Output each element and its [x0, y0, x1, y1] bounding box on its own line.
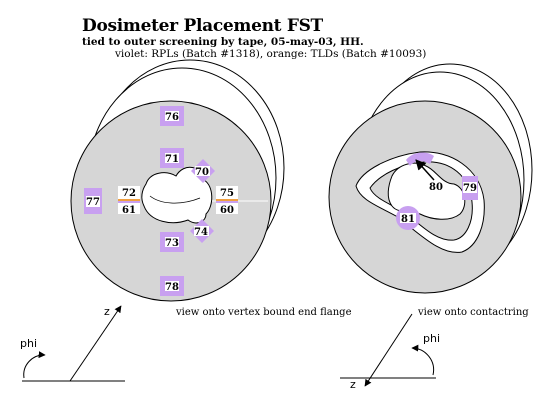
left-phi-arc-arrow [23, 351, 46, 379]
dosimeter-76-label: 76 [165, 112, 179, 123]
dosimeter-80-label: 80 [429, 182, 443, 193]
dosimeter-80-arrow [415, 159, 435, 181]
left-view-caption: view onto vertex bound end flange [175, 307, 352, 318]
right-phi-arc-arrow [411, 344, 435, 376]
right-axes: z phi [340, 313, 440, 391]
left-phi-label: phi [20, 337, 37, 350]
right-z-label: z [350, 378, 356, 391]
dosimeter-81-label: 81 [401, 214, 415, 225]
dosimeter-79-label: 79 [463, 183, 477, 194]
dosimeter-78-label: 78 [165, 282, 179, 293]
left-z-label: z [104, 305, 110, 318]
right-contactring-view: 80 79 81 [328, 63, 533, 294]
left-flange-view: 76 71 70 72 61 75 60 77 73 [70, 59, 285, 302]
subtitle-line-2: violet: RPLs (Batch #1318), orange: TLDs… [115, 48, 427, 60]
dosimeter-60-label: 60 [220, 205, 234, 216]
dosimeter-71-label: 71 [165, 154, 179, 165]
left-z-axis-arrow [69, 305, 122, 382]
left-central-bore [141, 166, 213, 224]
subtitle-line-1: tied to outer screening by tape, 05-may-… [82, 36, 364, 48]
right-view-caption: view onto contactring [417, 307, 529, 318]
dosimeter-73-label: 73 [165, 238, 179, 249]
dosimeter-72-label: 72 [122, 188, 136, 199]
page-title: Dosimeter Placement FST [82, 16, 323, 36]
dosimeter-74-label: 74 [194, 227, 208, 238]
left-bore-inner-edge [149, 195, 201, 204]
left-axes: z phi [20, 305, 125, 382]
dosimeter-61-label: 61 [122, 205, 136, 216]
right-z-axis-arrow [364, 313, 413, 387]
dosimeter-70-label: 70 [195, 167, 209, 178]
dosimeter-77-label: 77 [86, 197, 100, 208]
dosimeter-75-label: 75 [220, 188, 234, 199]
right-phi-label: phi [423, 332, 440, 345]
